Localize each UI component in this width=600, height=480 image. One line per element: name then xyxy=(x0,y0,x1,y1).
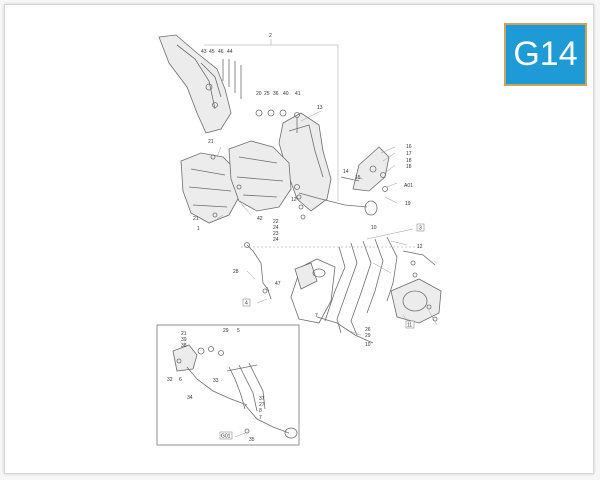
callout: A01 xyxy=(404,183,413,189)
callout: 18 xyxy=(406,164,412,170)
callout: 12 xyxy=(291,197,297,203)
diagram-frame: 2 43 45 46 44 20 25 36 40 41 13 21 21 1 … xyxy=(4,4,594,474)
callout: 41 xyxy=(295,91,301,97)
callout-labels: 2 43 45 46 44 20 25 36 40 41 13 21 21 1 … xyxy=(167,33,425,443)
callout: 21 xyxy=(181,331,187,337)
callout: 12 xyxy=(417,244,423,250)
callout: 21 xyxy=(208,139,214,145)
callout: 43 xyxy=(201,49,207,55)
callout: 24 xyxy=(273,237,279,243)
callout: 24 xyxy=(273,225,279,231)
callout: 16 xyxy=(406,144,412,150)
exploded-parts-diagram: 2 43 45 46 44 20 25 36 40 41 13 21 21 1 … xyxy=(156,33,442,446)
callout: 37 xyxy=(259,396,265,402)
callout: 39 xyxy=(181,337,187,343)
callout: 14 xyxy=(343,169,349,175)
callout: 46 xyxy=(218,49,224,55)
callout: 44 xyxy=(227,49,233,55)
fasteners xyxy=(222,59,306,220)
callout: 36 xyxy=(273,91,279,97)
heat-shields xyxy=(180,140,292,224)
muffler-cover-assembly xyxy=(158,34,378,216)
callout: 15 xyxy=(355,175,361,181)
callout: 21 xyxy=(193,216,199,222)
callout: 1 xyxy=(197,226,200,232)
callout: 19 xyxy=(405,201,411,207)
exhaust-headers xyxy=(290,236,442,344)
callout: 27 xyxy=(259,402,265,408)
leader-lines xyxy=(204,39,438,336)
callout: 25 xyxy=(264,91,270,97)
callout: 3 xyxy=(419,226,422,232)
callout: 20 xyxy=(256,91,262,97)
callout: 45 xyxy=(209,49,215,55)
callout: 40 xyxy=(283,91,289,97)
callout: 28 xyxy=(233,269,239,275)
callout: 10 xyxy=(365,342,371,348)
callout: 47 xyxy=(275,281,281,287)
callout: 17 xyxy=(406,151,412,157)
callout: 10 xyxy=(371,225,377,231)
callout: 22 xyxy=(273,219,279,225)
callout: 26 xyxy=(365,327,371,333)
callout: 23 xyxy=(273,231,279,237)
callout: 33 xyxy=(213,378,219,384)
lambda-sensor xyxy=(244,242,272,300)
callout: 5 xyxy=(237,328,240,334)
callout: 32 xyxy=(167,377,173,383)
callout: 35 xyxy=(249,437,255,443)
callout: 4 xyxy=(245,301,248,307)
callout: 2 xyxy=(269,33,272,39)
callout: 18 xyxy=(406,158,412,164)
callout: 42 xyxy=(257,216,263,222)
callout: 29 xyxy=(365,333,371,339)
callout: G01 xyxy=(221,434,231,440)
callout: 8 xyxy=(259,408,262,414)
callout: 6 xyxy=(179,377,182,383)
callout: 34 xyxy=(187,395,193,401)
callout: 38 xyxy=(181,343,187,349)
section-code-badge: G14 xyxy=(504,23,587,86)
rear-bracket xyxy=(340,146,390,192)
callout: 7 xyxy=(259,415,262,421)
detail-inset xyxy=(156,324,300,446)
callout: 29 xyxy=(223,328,229,334)
callout: 13 xyxy=(317,105,323,111)
callout: 11 xyxy=(407,323,412,329)
callout: 7 xyxy=(315,313,318,319)
